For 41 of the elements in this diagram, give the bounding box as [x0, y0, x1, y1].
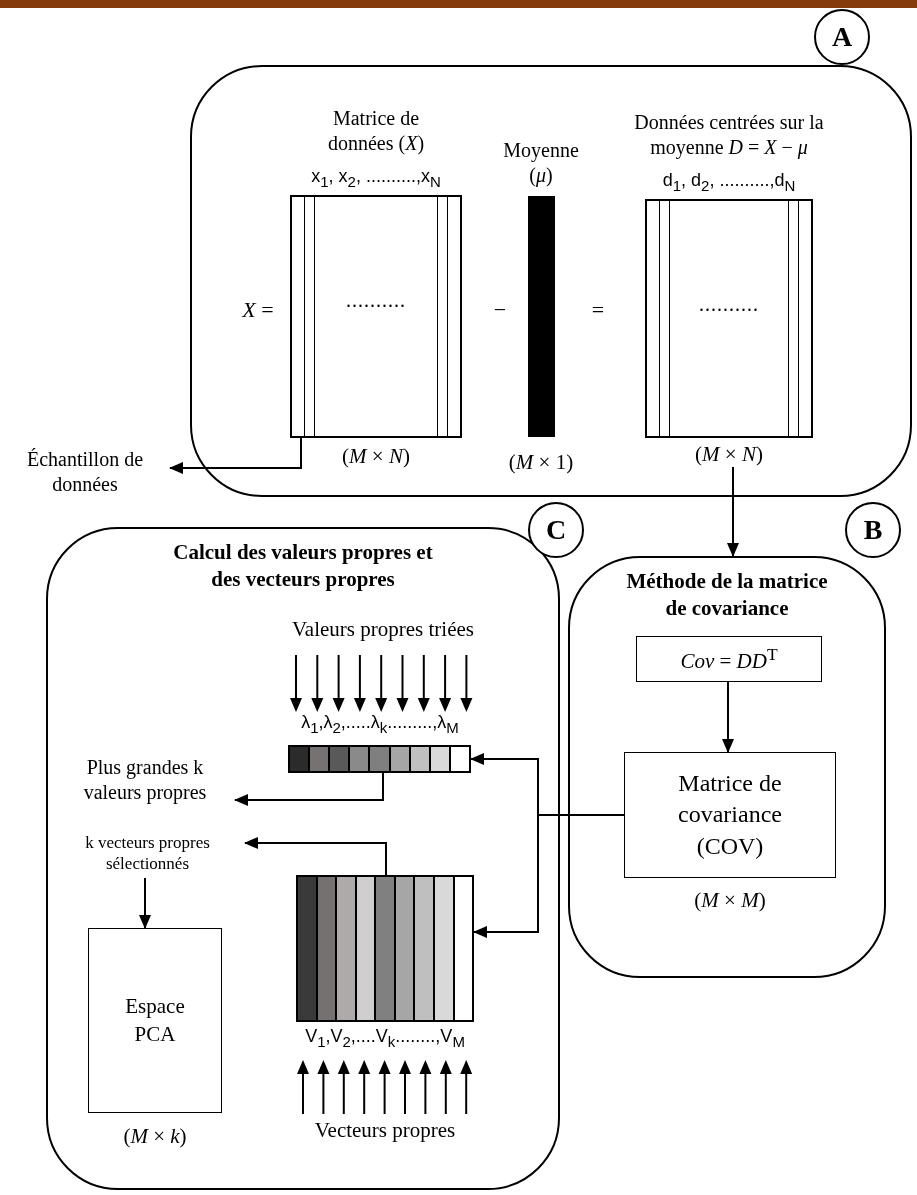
- arrow: [139, 877, 151, 929]
- process-box: Matrice de covariance (COV): [624, 752, 836, 878]
- math-label: X =: [240, 297, 275, 324]
- dimension-label: (M × 1): [508, 450, 574, 476]
- eigenvalue-bar: [288, 745, 471, 773]
- index-labels: V$_{1}$,V$_{2}$,....V$_{k}$........,V$_{M}$: [305, 1026, 465, 1051]
- rounded-panel: [190, 65, 912, 497]
- panel-badge: C: [528, 502, 584, 558]
- caption-text: Valeurs propres triées: [291, 617, 475, 643]
- dimension-label: (M × M): [694, 888, 766, 914]
- matrix-title: Données centrées sur la moyenne D = X − μ: [633, 110, 825, 161]
- dimension-label: (M × N): [695, 441, 763, 467]
- math-label: =: [590, 297, 606, 324]
- column-labels: x$_{1}$, x$_{2}$, ..........,x$_{N}$: [311, 166, 441, 191]
- annotation-text: k vecteurs propres sélectionnés: [50, 828, 245, 878]
- arrow: [169, 437, 302, 474]
- arrow: [244, 837, 387, 876]
- arrow: [234, 772, 384, 806]
- caption-text: Vecteurs propres: [313, 1118, 457, 1144]
- mean-title: Moyenne (μ): [502, 138, 580, 188]
- panel-badge: A: [814, 9, 870, 65]
- panel-heading: Méthode de la matrice de covariance: [625, 568, 829, 623]
- eigenvector-matrix: [296, 875, 474, 1022]
- index-labels: λ$_{1}$,λ$_{2}$,.....λ$_{k}$.........,λ$_{M}$: [301, 712, 459, 737]
- dimension-label: (M × N): [342, 444, 410, 470]
- column-labels: d$_{1}$, d$_{2}$, ..........,d$_{N}$: [662, 170, 796, 195]
- matrix-title: Matrice de données (X): [326, 106, 426, 157]
- arrow: [727, 466, 739, 557]
- panel-heading: Calcul des valeurs propres et des vecteurs propres: [172, 539, 434, 594]
- annotation-text: Plus grandes k valeurs propres: [55, 755, 235, 805]
- panel-badge: B: [845, 502, 901, 558]
- rounded-panel: [568, 556, 886, 978]
- arrow: [722, 681, 734, 753]
- arrow: [473, 814, 625, 938]
- annotation-text: Échantillon de données: [0, 448, 170, 496]
- formula-box: Cov = DD$^{T}$: [636, 636, 822, 682]
- ellipsis-dots: ..........: [346, 289, 406, 312]
- math-label: −: [492, 297, 508, 324]
- dimension-label: (M × k): [123, 1124, 187, 1150]
- process-box: Espace PCA: [88, 928, 222, 1113]
- ellipsis-dots: ..........: [699, 292, 759, 316]
